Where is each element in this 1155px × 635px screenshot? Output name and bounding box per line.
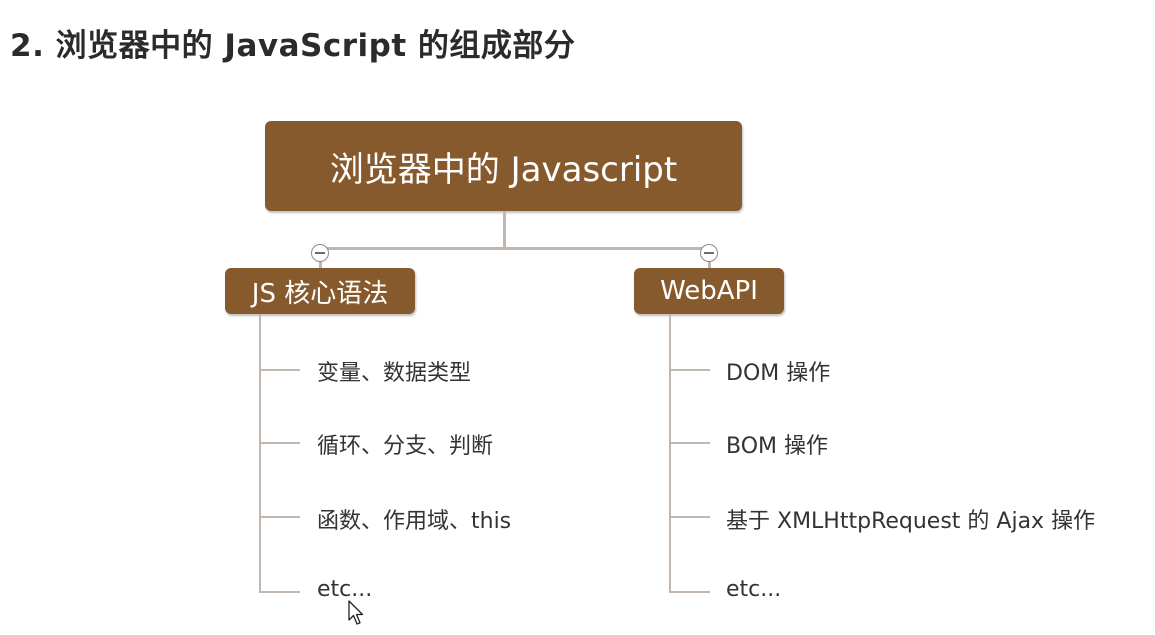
- leaf-etc[interactable]: etc...: [726, 577, 782, 602]
- leaf-connector: [669, 516, 710, 518]
- leaf-connector: [259, 442, 300, 444]
- leaf-connector: [669, 591, 710, 593]
- leaf-dom-operations[interactable]: DOM 操作: [726, 361, 831, 386]
- leaf-spine-connector: [259, 314, 261, 593]
- collapse-minus-icon[interactable]: [311, 244, 329, 262]
- collapse-minus-icon[interactable]: [700, 244, 718, 262]
- mouse-pointer-icon: [348, 600, 364, 625]
- root-node[interactable]: 浏览器中的 Javascript: [265, 121, 742, 211]
- leaf-bom-operations[interactable]: BOM 操作: [726, 434, 828, 459]
- branch-bar-connector: [320, 247, 710, 250]
- leaf-variables-data-types[interactable]: 变量、数据类型: [317, 361, 472, 386]
- leaf-connector: [669, 369, 710, 371]
- page-title: 2. 浏览器中的 JavaScript 的组成部分: [10, 28, 576, 64]
- branch-node-label: WebAPI: [660, 276, 758, 306]
- root-node-label: 浏览器中的 Javascript: [329, 149, 678, 190]
- branch-node-js-core-syntax[interactable]: JS 核心语法: [225, 268, 415, 314]
- root-stem-connector: [503, 211, 506, 249]
- leaf-ajax-operations[interactable]: 基于 XMLHttpRequest 的 Ajax 操作: [726, 509, 1096, 534]
- leaf-connector: [669, 442, 710, 444]
- leaf-etc[interactable]: etc...: [317, 577, 373, 602]
- leaf-spine-connector: [669, 314, 671, 593]
- leaf-functions-scope-this[interactable]: 函数、作用域、this: [317, 509, 512, 534]
- leaf-connector: [259, 516, 300, 518]
- branch-node-webapi[interactable]: WebAPI: [634, 268, 784, 314]
- leaf-loops-branches[interactable]: 循环、分支、判断: [317, 434, 494, 459]
- leaf-connector: [259, 591, 300, 593]
- branch-node-label: JS 核心语法: [251, 278, 389, 309]
- leaf-connector: [259, 369, 300, 371]
